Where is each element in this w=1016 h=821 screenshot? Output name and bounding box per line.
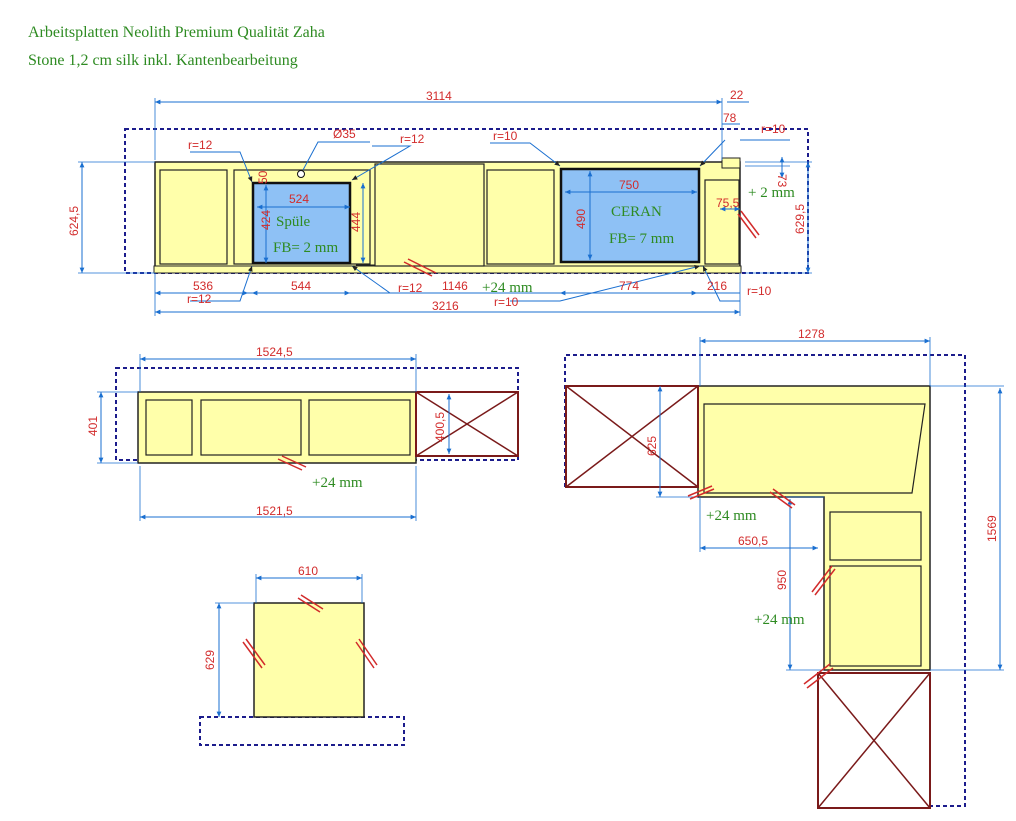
leader-line — [510, 264, 701, 302]
dim-label: 750 — [619, 178, 639, 192]
cabinet-front — [829, 565, 922, 667]
appliance-cross — [565, 385, 699, 488]
dim-label: r=12 — [188, 138, 213, 152]
cabinet-front — [703, 403, 926, 494]
dim-label: 774 — [619, 279, 639, 293]
top-right-notch-fill — [721, 157, 741, 169]
sink-cutout — [251, 181, 352, 265]
cooktop-fb-label: FB= 7 mm — [609, 231, 674, 247]
dim-label: 444 — [349, 212, 363, 232]
drawing-title-line-1: Arbeitsplatten Neolith Premium Qualität … — [28, 24, 325, 41]
dim-label: 22 — [730, 88, 744, 102]
edge-finish-mark — [687, 485, 836, 689]
cabinet-front — [145, 399, 193, 456]
cabinet-front — [308, 399, 411, 456]
leader-line — [702, 265, 740, 302]
edge-allowance-note: +24 mm — [482, 280, 533, 296]
leader-line — [351, 145, 412, 181]
dim-label: 650,5 — [738, 534, 768, 548]
leader-line — [190, 151, 253, 183]
left-worktop — [137, 391, 417, 464]
dim-label: r=12 — [187, 292, 212, 306]
dim-label: 1278 — [798, 327, 825, 341]
cabinet-front — [159, 169, 228, 265]
left-run: 1524,5 401 400,5 +24 mm 1521,5 — [86, 345, 519, 521]
cabinet-front — [704, 179, 740, 265]
dim-label: r=12 — [398, 281, 423, 295]
dim-label: 216 — [707, 279, 727, 293]
small-worktop-piece: 610 629 — [199, 564, 405, 746]
dim-label: 1569 — [985, 515, 999, 542]
dim-label: r=10 — [493, 129, 518, 143]
dim-label: 1146 — [442, 279, 468, 293]
dim-label: 950 — [775, 570, 789, 590]
dim-label: r=10 — [747, 284, 772, 298]
dim-label: 536 — [193, 279, 213, 293]
dim-label: 401 — [86, 416, 100, 436]
edge-allowance-note: + 2 mm — [748, 185, 795, 201]
small-piece-wall-outline — [199, 716, 405, 746]
corner-worktop — [697, 385, 931, 671]
edge-allowance-note: +24 mm — [312, 475, 363, 491]
leader-line — [302, 141, 370, 171]
edge-allowance-note: +24 mm — [706, 508, 757, 524]
edge-finish-mark — [242, 594, 378, 669]
top-run: 3114 22 78 r=10 73 r=12 Ø35 r=12 r=10 50… — [67, 88, 812, 316]
dim-label: 629 — [203, 650, 217, 670]
cabinet-front — [374, 163, 485, 267]
dim-label: r=12 — [400, 132, 425, 146]
top-run-wall-outline — [124, 128, 809, 274]
drawing-title-line-2: Stone 1,2 cm silk inkl. Kantenbearbeitun… — [28, 52, 298, 69]
tap-hole — [297, 170, 305, 178]
dim-label: 400,5 — [433, 412, 447, 442]
small-worktop — [253, 602, 365, 718]
dim-label: 629,5 — [793, 204, 807, 234]
dim-label: 78 — [723, 111, 737, 125]
dim-label: 624,5 — [67, 206, 81, 236]
dim-label: r=10 — [761, 122, 786, 136]
dim-label: 490 — [574, 209, 588, 229]
dim-label: 3114 — [426, 89, 452, 103]
leader-line — [351, 265, 440, 294]
dim-label: 75,5 — [716, 196, 740, 210]
dim-label: 1524,5 — [256, 345, 293, 359]
sink-label: Spüle — [276, 214, 311, 230]
dim-label: Ø35 — [333, 127, 356, 141]
cabinet-front — [829, 511, 922, 561]
dim-label: 424 — [259, 210, 273, 230]
dim-label: 1521,5 — [256, 504, 293, 518]
appliance-cross — [817, 672, 931, 809]
sink-fb-label: FB= 2 mm — [273, 240, 338, 256]
dim-label: 610 — [298, 564, 318, 578]
edge-allowance-note: +24 mm — [754, 612, 805, 628]
edge-finish-mark — [403, 210, 760, 277]
leader-line — [699, 139, 726, 167]
dim-label: 625 — [645, 436, 659, 456]
dim-label: r=10 — [494, 295, 519, 309]
cabinet-front — [200, 399, 302, 456]
cooktop-cutout — [559, 167, 701, 264]
top-worktop-edge — [153, 265, 742, 274]
dim-label: 544 — [291, 279, 311, 293]
dim-label: 50 — [256, 170, 270, 184]
cabinet-front — [486, 169, 555, 265]
dim-label: 73 — [775, 174, 789, 188]
dim-label: 3216 — [432, 299, 459, 313]
cooktop-label: CERAN — [611, 204, 662, 220]
corner-run: 1278 625 1569 +24 mm 650,5 950 +24 mm — [564, 327, 1004, 809]
edge-finish-mark — [277, 455, 307, 471]
leader-line — [190, 265, 253, 302]
dim-label: 524 — [289, 192, 309, 206]
appliance-cross — [415, 391, 519, 457]
leader-line — [490, 142, 561, 167]
